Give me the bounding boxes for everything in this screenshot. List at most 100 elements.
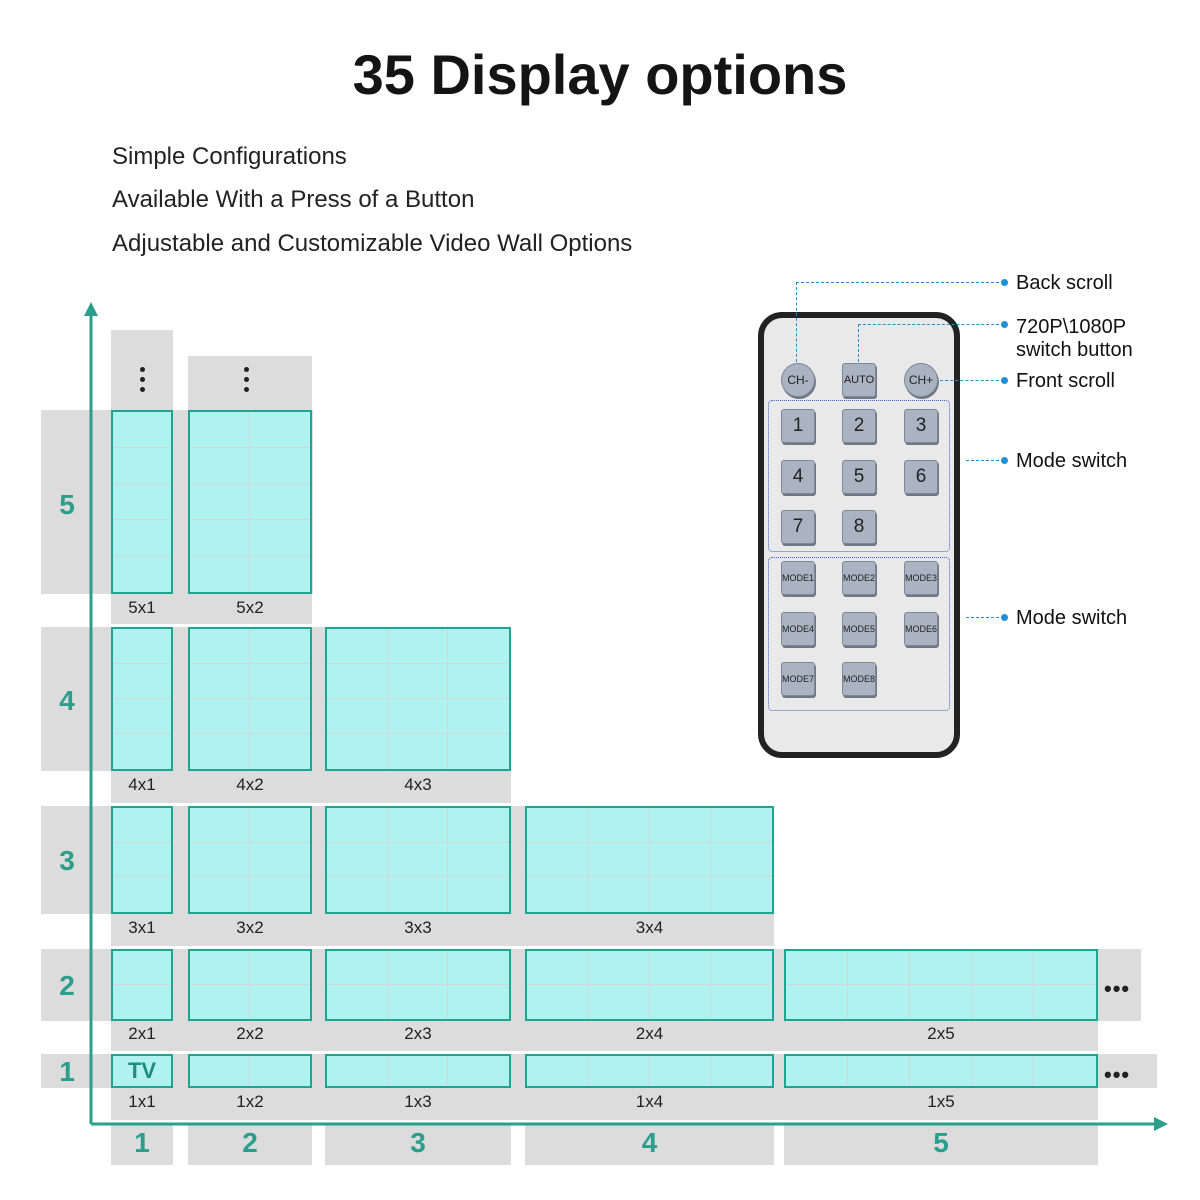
col-band-2: [188, 1124, 312, 1165]
row-number-2: 2: [59, 970, 75, 1001]
screen-cell: [190, 484, 250, 520]
col-band-5: [784, 1124, 1098, 1165]
mode-button-4[interactable]: MODE4: [781, 612, 815, 646]
screen-cell: [711, 1056, 772, 1086]
number-button-8[interactable]: 8: [842, 510, 876, 544]
callout-front-scroll: Front scroll: [1016, 370, 1115, 392]
mode-button-3[interactable]: MODE3: [904, 561, 938, 595]
screen-cell: [710, 843, 772, 878]
screen-cell: [327, 629, 388, 664]
number-button-4[interactable]: 4: [781, 460, 815, 494]
display-tile-1x4: [525, 1054, 774, 1088]
screen-cell: [972, 985, 1034, 1019]
col-number-2: 2: [242, 1127, 258, 1158]
number-button-1[interactable]: 1: [781, 409, 815, 443]
display-tile-3x2: [188, 806, 312, 914]
number-button-3[interactable]: 3: [904, 409, 938, 443]
back-scroll-leader-h: [796, 282, 1004, 283]
ch-minus-button[interactable]: CH-: [781, 363, 815, 397]
mode-button-5[interactable]: MODE5: [842, 612, 876, 646]
col-number-4: 4: [641, 1127, 658, 1158]
row-1-label-band: [111, 1088, 1098, 1120]
tile-label-5x1: 5x1: [128, 598, 156, 617]
tile-label-3x1: 3x1: [128, 918, 156, 937]
row-number-5: 5: [59, 489, 75, 520]
tile-label-2x2: 2x2: [236, 1024, 264, 1043]
number-button-2[interactable]: 2: [842, 409, 876, 443]
display-tile-2x5: [784, 949, 1098, 1021]
mode-switch-modes-bullet: [1001, 614, 1008, 621]
screen-cell: [327, 808, 388, 843]
screen-cell: [786, 951, 848, 985]
mode-button-2[interactable]: MODE2: [842, 561, 876, 595]
screen-cell: [588, 808, 650, 843]
mode-button-7[interactable]: MODE7: [781, 662, 815, 696]
screen-cell: [250, 808, 310, 843]
screen-cell: [1034, 1056, 1096, 1086]
screen-cell: [388, 734, 449, 769]
feature-line-3: Adjustable and Customizable Video Wall O…: [112, 230, 633, 257]
display-tile-4x1: [111, 627, 173, 771]
screen-cell: [448, 664, 509, 699]
column-2-extension-band: [188, 356, 312, 410]
back-scroll-bullet: [1001, 279, 1008, 286]
mode-button-1[interactable]: MODE1: [781, 561, 815, 595]
screen-cell: [1034, 951, 1096, 985]
number-button-7[interactable]: 7: [781, 510, 815, 544]
tile-label-1x4: 1x4: [635, 1092, 664, 1111]
screen-cell: [448, 629, 509, 664]
screen-cell: [113, 808, 171, 843]
number-button-5[interactable]: 5: [842, 460, 876, 494]
display-tile-2x4: [525, 949, 774, 1021]
mode-switch-numbers-leader: [966, 460, 1004, 461]
screen-cell: [113, 520, 171, 556]
tile-label-3x4: 3x4: [635, 918, 664, 937]
tile-label-1x1: 1x1: [128, 1092, 156, 1111]
screen-cell: [113, 448, 171, 484]
screen-cell: [387, 664, 449, 699]
callout-resolution-line-1: 720P\1080P: [1016, 316, 1127, 338]
display-tile-2x2: [188, 949, 312, 1021]
screen-cell: [650, 877, 711, 912]
screen-cell: [113, 484, 171, 520]
screen-cell: [250, 448, 310, 484]
screen-cell: [190, 412, 250, 448]
screen-cell: [448, 951, 509, 985]
screen-cell: [910, 951, 972, 985]
ch-plus-button[interactable]: CH+: [904, 363, 938, 397]
screen-cell: [190, 808, 250, 843]
screen-cell: [190, 664, 250, 699]
more-rows-ellipsis-col-1: [140, 367, 146, 397]
display-tile-5x2: [188, 410, 312, 594]
mode-buttons-group: [768, 557, 950, 711]
screen-cell: [448, 877, 509, 912]
screen-cell: [848, 951, 910, 985]
display-tile-3x4: [525, 806, 774, 914]
screen-cell: [527, 877, 589, 912]
more-cols-ellipsis-row-1: •••: [1104, 1062, 1131, 1087]
tile-label-2x1: 2x1: [128, 1024, 156, 1043]
screen-cell: [190, 629, 250, 664]
screen-cell: [387, 842, 449, 878]
screen-cell: [527, 808, 589, 843]
mode-button-6[interactable]: MODE6: [904, 612, 938, 646]
number-button-6[interactable]: 6: [904, 460, 938, 494]
display-tile-2x3: [325, 949, 511, 1021]
screen-cell: [327, 842, 388, 878]
screen-cell: [190, 448, 250, 484]
mode-switch-modes-leader: [966, 617, 1004, 618]
auto-button[interactable]: AUTO: [842, 363, 876, 397]
display-tile-3x3: [325, 806, 511, 914]
screen-cell: [113, 629, 171, 664]
display-tile-3x1: [111, 806, 173, 914]
tile-label-1x2: 1x2: [236, 1092, 264, 1111]
screen-cell: [650, 985, 711, 1019]
resolution-leader-h: [858, 324, 1004, 325]
page-title: 35 Display options: [352, 43, 848, 106]
mode-button-8[interactable]: MODE8: [842, 662, 876, 696]
col-number-3: 3: [410, 1127, 426, 1158]
screen-cell: [972, 1056, 1034, 1086]
screen-cell: [588, 985, 650, 1019]
screen-cell: [250, 843, 310, 878]
